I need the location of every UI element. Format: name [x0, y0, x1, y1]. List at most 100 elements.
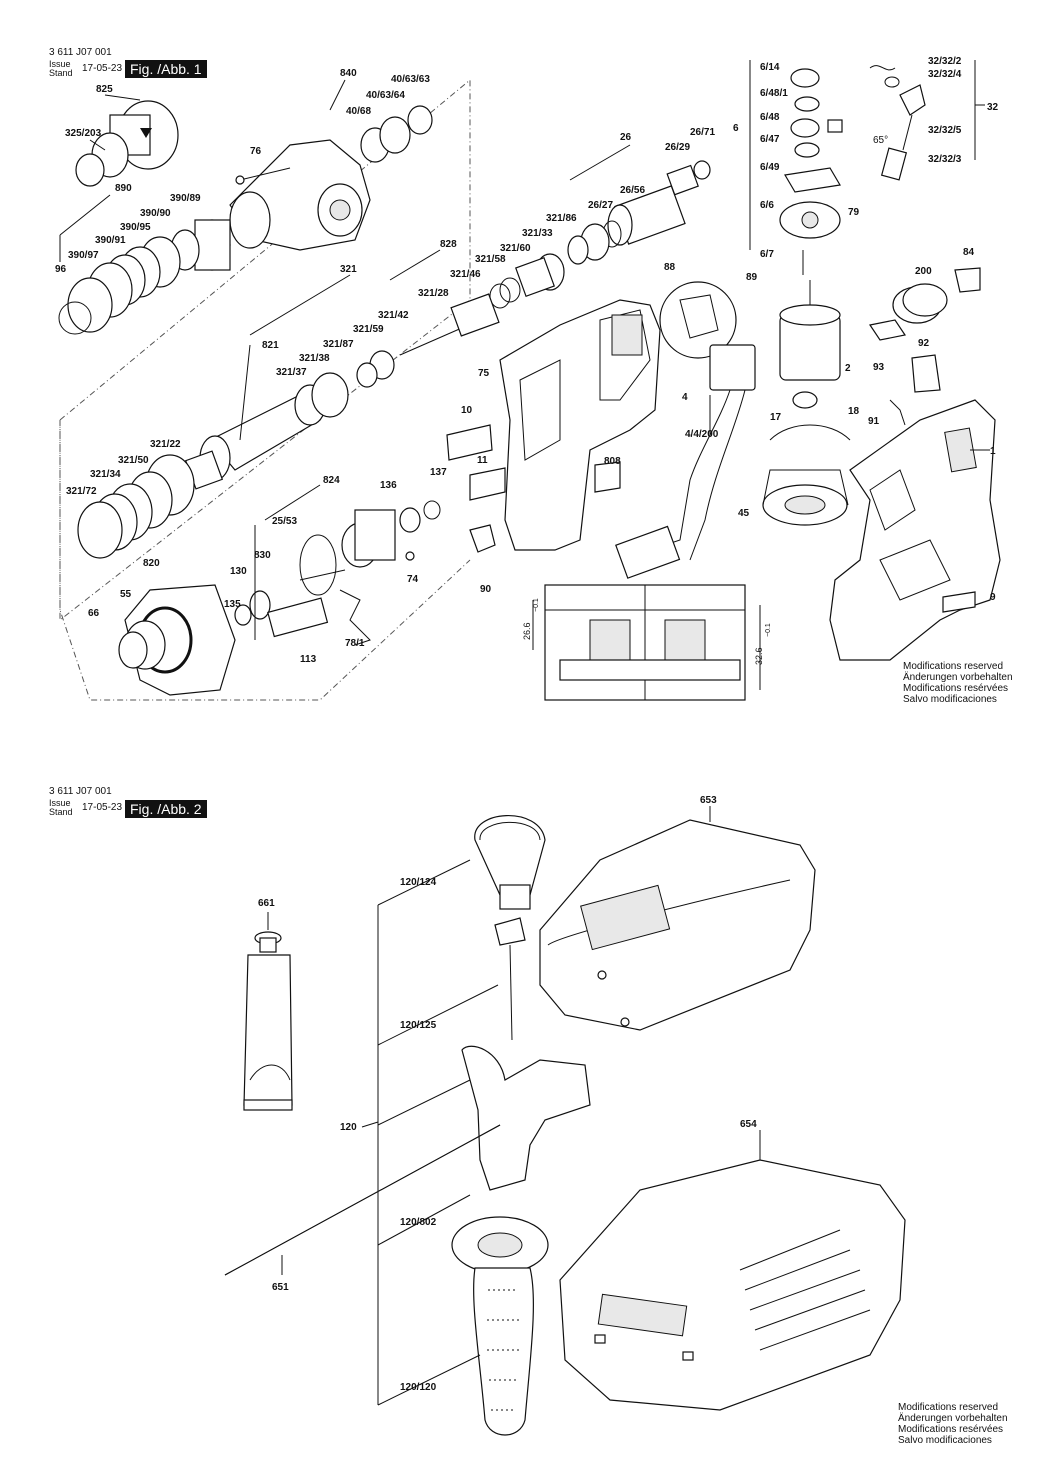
part-label: 321/46 — [450, 269, 481, 280]
part-label: 653 — [700, 795, 717, 806]
part-label: 321/60 — [500, 243, 531, 254]
part-label: 321/34 — [90, 469, 121, 480]
part-label: 6/14 — [760, 62, 780, 73]
part-120-125-bolt — [494, 917, 526, 1041]
part-label: 651 — [272, 1282, 289, 1293]
part-label: 390/97 — [68, 250, 99, 261]
part-label: 830 — [254, 550, 271, 561]
part-label: 321/28 — [418, 288, 449, 299]
part-label: 32/32/3 — [928, 154, 962, 165]
dim-right-tol: −0.1 — [765, 623, 772, 637]
part-label: 321 — [340, 264, 357, 275]
part-label: 40/63/64 — [366, 90, 405, 101]
part-1-housing-right — [829, 399, 1001, 661]
part-821-barrel — [184, 372, 349, 490]
part-label: 321/72 — [66, 486, 97, 497]
part-824-gear-set — [234, 500, 441, 646]
part-label: 75 — [478, 368, 490, 379]
part-label: 120 — [340, 1122, 357, 1133]
issue-date-2: 17-05-23 — [82, 802, 123, 813]
part-label: 321/22 — [150, 439, 181, 450]
part-84-200-93-92 — [869, 267, 981, 426]
part-label: 120/124 — [400, 877, 437, 888]
part-label: 120/802 — [400, 1217, 437, 1228]
issue-date: 17-05-23 — [82, 63, 123, 74]
mod-line: Änderungen vorbehalten — [898, 1413, 1008, 1424]
part-label: 93 — [873, 362, 885, 373]
part-label: 26 — [620, 132, 632, 143]
part-label: 84 — [963, 247, 975, 258]
mod-line: Salvo modificaciones — [903, 694, 997, 705]
part-label: 66 — [88, 608, 100, 619]
detail-circle — [659, 281, 737, 359]
part-label: 820 — [143, 558, 160, 569]
part-label: 821 — [262, 340, 279, 351]
part-label: 88 — [664, 262, 676, 273]
part-label: 120/125 — [400, 1020, 437, 1031]
mod-line: Salvo modificaciones — [898, 1435, 992, 1446]
part-label: 890 — [115, 183, 132, 194]
part-label: 6/47 — [760, 134, 780, 145]
part-label: 92 — [918, 338, 930, 349]
leader-lines-sheet1 — [59, 60, 990, 640]
leader-lines-sheet2 — [267, 806, 761, 1406]
part-120-grip — [451, 1216, 549, 1436]
part-321-50-gear — [77, 454, 195, 559]
part-label: 828 — [440, 239, 457, 250]
part-label: 26/27 — [588, 200, 613, 211]
part-label: 321/59 — [353, 324, 384, 335]
part-label: 79 — [848, 207, 860, 218]
part-4-switch-wiring — [615, 344, 756, 579]
part-label: 26/29 — [665, 142, 690, 153]
part-label: 840 — [340, 68, 357, 79]
part-label: 113 — [300, 654, 317, 665]
part-661-grease-tube — [243, 931, 293, 1111]
part-label: 6/6 — [760, 200, 774, 211]
part-label: 654 — [740, 1119, 757, 1130]
part-label: 10 — [461, 405, 473, 416]
part-label: 390/90 — [140, 208, 171, 219]
part-label: 6/49 — [760, 162, 780, 173]
part-label: 91 — [868, 416, 880, 427]
part-label: 137 — [430, 467, 447, 478]
mod-line: Änderungen vorbehalten — [903, 672, 1013, 683]
mod-line: Modifications reserved — [898, 1402, 999, 1413]
doc-number-2: 3 611 J07 001 — [49, 786, 112, 797]
part-label: 26/71 — [690, 127, 715, 138]
part-label: 321/50 — [118, 455, 149, 466]
part-label: 2 — [845, 363, 851, 374]
part-label: 55 — [120, 589, 132, 600]
part-26-piston — [567, 160, 711, 265]
dim-right-value: 32.6 — [754, 647, 764, 665]
part-label: 32/32/5 — [928, 125, 962, 136]
issue-label-2: Issue — [49, 798, 71, 808]
stand-label-2: Stand — [49, 807, 73, 817]
part-labels-sheet1: 825 325/203 840 40/63/63 40/63/64 40/68 … — [55, 56, 999, 665]
part-890-spring-assembly — [58, 219, 231, 335]
part-label: 76 — [250, 146, 262, 157]
part-label: 18 — [848, 406, 860, 417]
part-653-battery — [539, 819, 816, 1031]
part-label: 45 — [738, 508, 750, 519]
part-label: 32 — [987, 102, 999, 113]
part-label: 6 — [733, 123, 739, 134]
section-dimensions: 26.6 −0.1 32.6 −0.1 65° — [522, 135, 888, 665]
part-label: 9 — [990, 592, 996, 603]
part-label: 96 — [55, 264, 67, 275]
part-label: 808 — [604, 456, 621, 467]
part-820-flange-housing — [118, 584, 236, 696]
part-label: 135 — [224, 599, 241, 610]
modifications-note: Modifications reserved Änderungen vorbeh… — [903, 661, 1013, 705]
part-825-tool-holder — [75, 100, 179, 187]
part-label: 6/7 — [760, 249, 774, 260]
part-label: 40/68 — [346, 106, 371, 117]
part-120-124-band — [474, 815, 546, 910]
part-label: 89 — [746, 272, 758, 283]
mod-line: Modifications resérvées — [903, 683, 1009, 694]
dim-left-tol: −0.1 — [533, 598, 540, 612]
part-label: 321/58 — [475, 254, 506, 265]
part-label: 26/56 — [620, 185, 645, 196]
mod-line: Modifications reserved — [903, 661, 1004, 672]
brush-angle: 65° — [873, 135, 888, 146]
part-label: 325/203 — [65, 128, 102, 139]
